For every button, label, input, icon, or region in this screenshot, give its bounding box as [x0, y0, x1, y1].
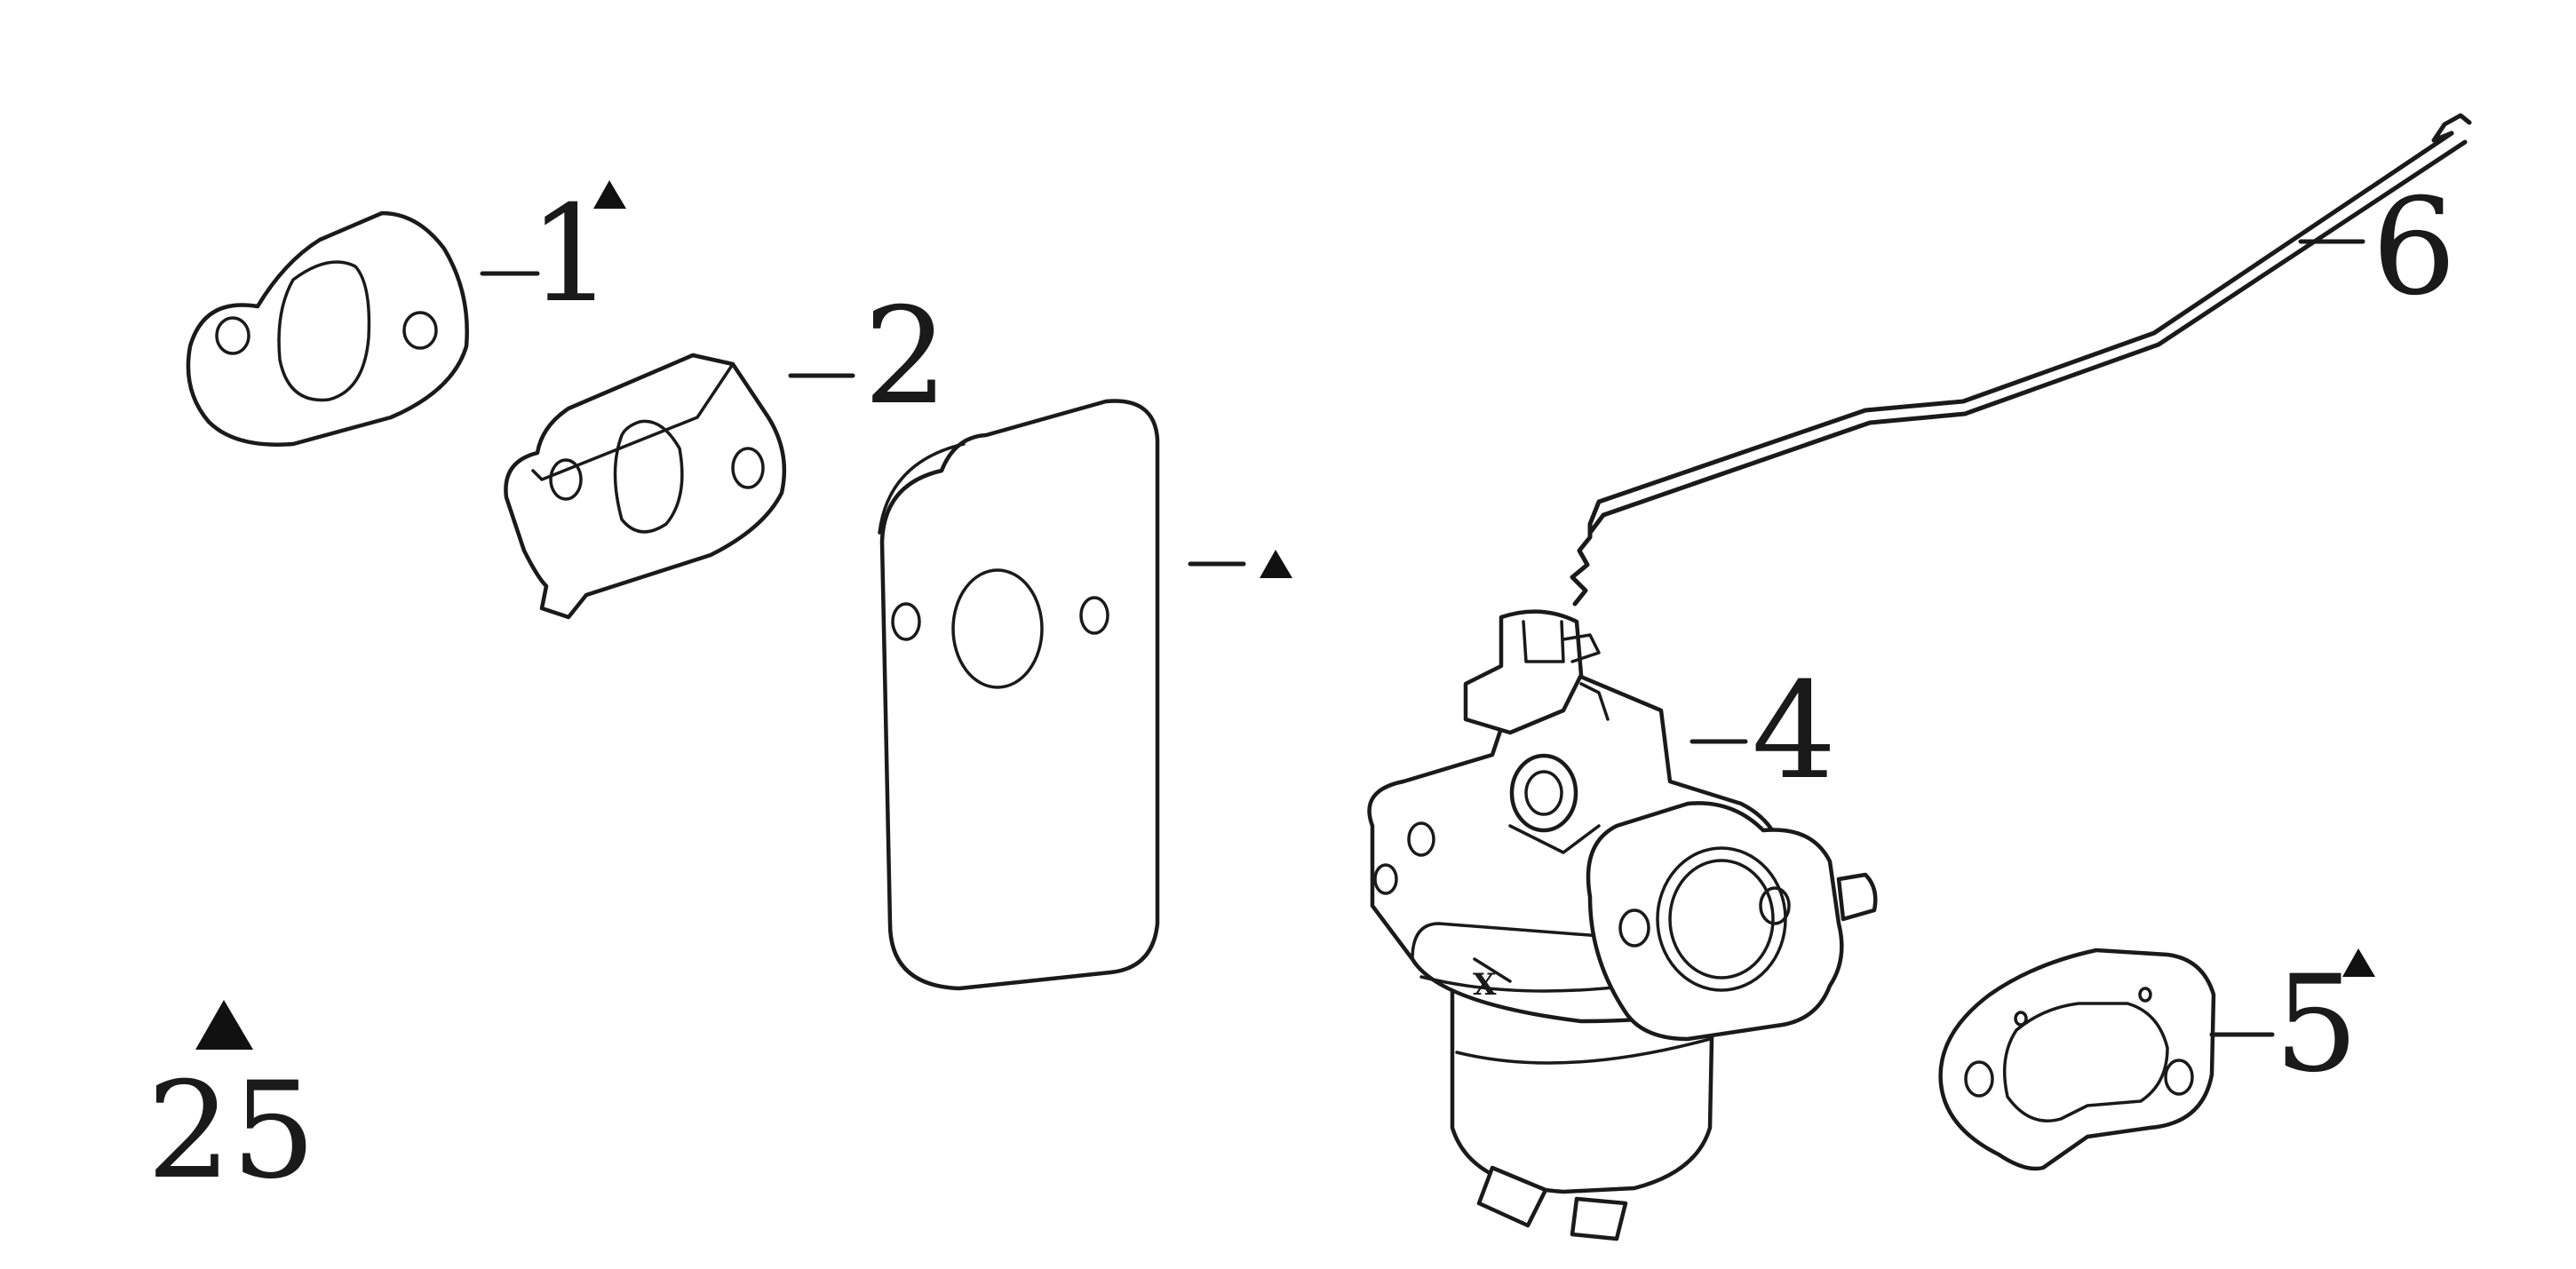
triangle-marker-1 — [593, 180, 626, 209]
gasket-part-5 — [1938, 948, 2216, 1171]
triangle-marker-3 — [1260, 550, 1292, 578]
part-number-6: 6 — [2372, 171, 2456, 325]
triangle-marker-kit — [195, 1000, 253, 1050]
triangle-marker-5 — [2342, 948, 2375, 977]
carburetor-part-4: X — [1367, 609, 1878, 1241]
throttle-rod-part-6 — [1570, 113, 2472, 607]
insulator-plate — [878, 399, 1160, 991]
part-number-2: 2 — [863, 280, 948, 434]
kit-number: 25 — [147, 1054, 316, 1209]
carburetor-stamp: X — [1473, 967, 1497, 1003]
part-number-4: 4 — [1752, 654, 1836, 809]
spacer-part-2 — [504, 353, 787, 620]
gasket-part-1 — [186, 210, 469, 447]
